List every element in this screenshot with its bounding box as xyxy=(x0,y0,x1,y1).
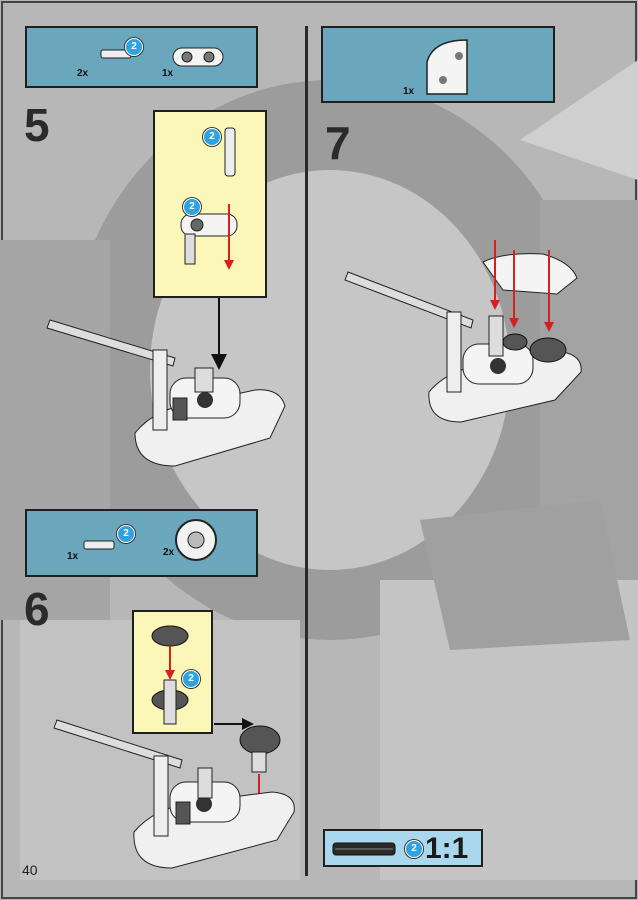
part-quantity: 1x xyxy=(67,551,79,562)
axle-2-icon xyxy=(83,540,115,550)
assembly-step-6 xyxy=(53,718,295,869)
scale-ruler: 2 1:1 xyxy=(323,829,483,867)
parts-list-step-5: 2 2x 1x xyxy=(25,26,258,88)
length-badge: 2 xyxy=(182,670,200,688)
step-number-7: 7 xyxy=(325,117,351,169)
length-badge: 2 xyxy=(125,38,143,56)
axle-icon xyxy=(224,127,236,177)
assembly-step-5 xyxy=(46,298,286,467)
bevel-gear-icon xyxy=(151,625,189,725)
length-badge: 2 xyxy=(117,525,135,543)
part-quantity: 2x xyxy=(77,68,89,79)
scale-label: 1:1 xyxy=(425,832,469,865)
parts-list-step-6: 2 1x 2x xyxy=(25,509,258,577)
parts-list-step-7: 1x xyxy=(321,26,555,103)
bevel-gear-icon xyxy=(175,519,217,561)
axle-1-to-1-icon xyxy=(332,842,396,856)
step-number-5: 5 xyxy=(24,99,50,151)
part-quantity: 1x xyxy=(162,68,174,79)
callout-step-5: 2 2 xyxy=(153,110,267,298)
length-badge: 2 xyxy=(183,198,201,216)
callout-step-6: 2 xyxy=(132,610,213,734)
length-badge: 2 xyxy=(203,128,221,146)
page-number: 40 xyxy=(22,862,38,878)
part-quantity: 2x xyxy=(163,547,175,558)
beam-connector-icon xyxy=(172,47,224,67)
curved-plate-icon xyxy=(426,39,468,95)
beam-connector-icon xyxy=(180,204,238,270)
part-quantity: 1x xyxy=(403,86,415,97)
step-number-6: 6 xyxy=(24,583,50,635)
column-divider xyxy=(305,26,308,876)
length-badge: 2 xyxy=(405,840,423,858)
assembly-step-7 xyxy=(344,240,582,423)
